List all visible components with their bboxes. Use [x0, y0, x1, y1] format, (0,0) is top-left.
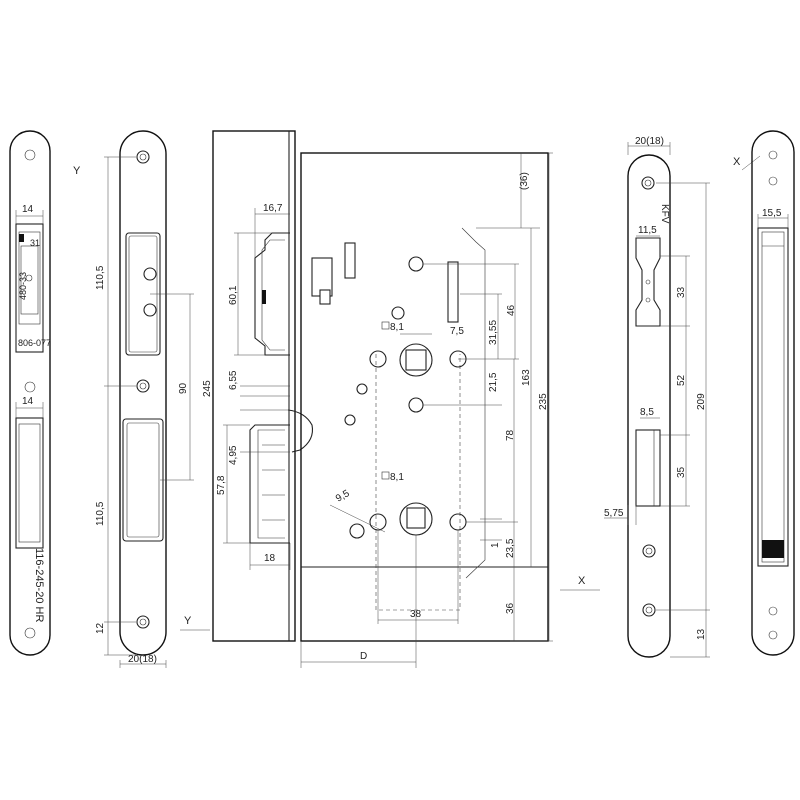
dim-31-55: 31,55 — [488, 320, 499, 345]
strike-far-right: 15,5 — [751, 130, 795, 656]
dim-57-8: 57,8 — [216, 475, 227, 495]
dim-21-5: 21,5 — [488, 372, 499, 392]
dim-D: D — [360, 651, 367, 662]
dim-33: 33 — [676, 286, 687, 298]
dim-23-5: 23,5 — [505, 538, 516, 558]
dim-36-top: (36) — [519, 172, 530, 190]
strike-model-number: 116-245-20 HR — [33, 548, 45, 622]
dim-18: 18 — [264, 553, 276, 564]
lock-body: (36) 8,1 7,5 31,55 46 21,5 163 235 78 8,… — [300, 152, 553, 668]
dim-16-7: 16,7 — [263, 203, 283, 214]
dim-14-lower: 14 — [22, 396, 34, 407]
axis-label-y-top: Y — [73, 165, 81, 177]
dim-7-5: 7,5 — [450, 326, 464, 337]
dim-60-1: 60,1 — [228, 285, 239, 305]
dim-52: 52 — [676, 374, 687, 386]
dim-5-75: 5,75 — [604, 508, 624, 519]
dim-9-5: 9,5 — [334, 488, 352, 505]
dim-110-5-top: 110,5 — [95, 265, 106, 290]
strike-label-480: 480-33 — [18, 272, 28, 300]
dim-8-1-bottom: 8,1 — [390, 472, 404, 483]
dim-20-18-front: 20(18) — [128, 654, 157, 665]
axis-label-y-bottom: Y — [184, 615, 192, 627]
dim-15-5: 15,5 — [762, 208, 782, 219]
dim-163: 163 — [521, 369, 532, 386]
dim-46: 46 — [506, 304, 517, 316]
dim-20-18-right: 20(18) — [635, 136, 664, 147]
strike-label-806: 806-077 — [18, 338, 51, 348]
dim-36-bottom: 36 — [505, 602, 516, 614]
dim-8-1-top: 8,1 — [390, 322, 404, 333]
strike-right-front: KFV 20(18) 11,5 33 52 209 8,5 35 5,75 — [604, 136, 710, 658]
dim-110-5-bottom: 110,5 — [95, 501, 106, 526]
dim-209: 209 — [696, 393, 707, 410]
dim-4-95: 4,95 — [228, 445, 239, 465]
dim-35: 35 — [676, 466, 687, 478]
strike-brand: KFV — [659, 204, 670, 224]
lock-side-view: 16,7 60,1 245 6,55 4,95 57,8 18 — [202, 130, 314, 642]
axis-label-x-mid: X — [578, 575, 586, 587]
dim-8-5: 8,5 — [640, 407, 654, 418]
dim-78: 78 — [505, 429, 516, 441]
dim-1: 1 — [490, 542, 501, 548]
axis-label-x-top: X — [733, 156, 741, 168]
dim-245: 245 — [202, 380, 213, 397]
dim-6-55: 6,55 — [228, 370, 239, 390]
dim-11-5: 11,5 — [638, 225, 657, 236]
faceplate-front: 110,5 110,5 90 12 20(18) — [95, 130, 194, 668]
left-strike-plate: 31 480-33 806-077 14 14 116-245-20 HR — [9, 130, 51, 656]
dim-13: 13 — [696, 628, 707, 640]
dim-12: 12 — [95, 622, 106, 634]
strike-label-31: 31 — [30, 238, 40, 248]
dim-14-upper: 14 — [22, 204, 34, 215]
dim-90: 90 — [178, 382, 189, 394]
dim-235: 235 — [538, 393, 549, 410]
